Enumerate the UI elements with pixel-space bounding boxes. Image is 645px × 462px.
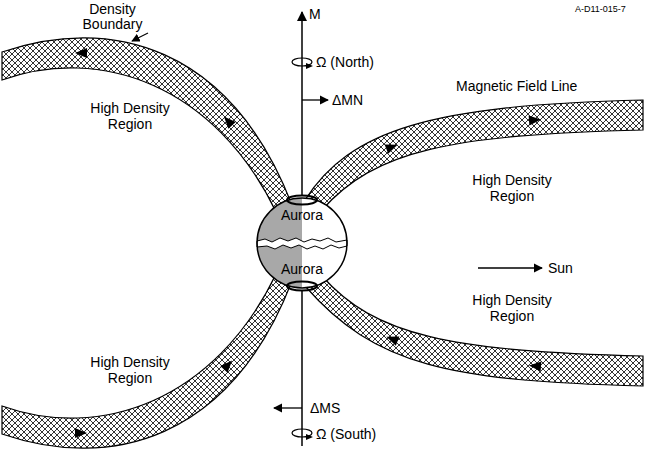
region-label: Density Boundary xyxy=(75,2,150,32)
magnetic-axis xyxy=(301,12,303,195)
moment-arrow xyxy=(302,99,328,100)
density-band xyxy=(2,38,292,212)
earth-globe: AuroraAurora xyxy=(257,198,347,288)
node-text: Aurora xyxy=(257,261,347,277)
density-band xyxy=(305,276,643,386)
region-label: High Density Region xyxy=(80,354,180,386)
node-text: Aurora xyxy=(257,207,347,223)
rotation-symbol xyxy=(306,434,313,440)
density-band xyxy=(2,274,292,448)
moment-arrow xyxy=(274,407,302,408)
earth-outline xyxy=(257,198,347,288)
rotation-label: Ω (North) xyxy=(316,54,374,70)
sun-direction-arrow xyxy=(478,267,542,268)
rotation-symbol xyxy=(306,63,313,69)
aurora-oval xyxy=(287,196,317,205)
field-direction-arrows xyxy=(75,48,541,438)
density-band xyxy=(305,100,643,210)
earth xyxy=(257,198,347,288)
moment-label: ΔMS xyxy=(310,400,340,416)
aurora-oval xyxy=(287,282,317,291)
region-label: High Density Region xyxy=(462,172,562,204)
region-label: High Density Region xyxy=(462,292,562,324)
magnetic-axis xyxy=(301,291,303,446)
equator-break xyxy=(257,238,347,249)
region-label: High Density Region xyxy=(80,100,180,132)
moment-label: ΔMN xyxy=(332,92,363,108)
axis-label: M xyxy=(309,6,321,22)
figure-code: A-D11-015-7 xyxy=(575,3,626,15)
field-line-label: Magnetic Field Line xyxy=(456,78,577,94)
rotation-label: Ω (South) xyxy=(316,426,376,442)
sun-label: Sun xyxy=(548,260,573,276)
leader-arrow xyxy=(132,33,148,41)
